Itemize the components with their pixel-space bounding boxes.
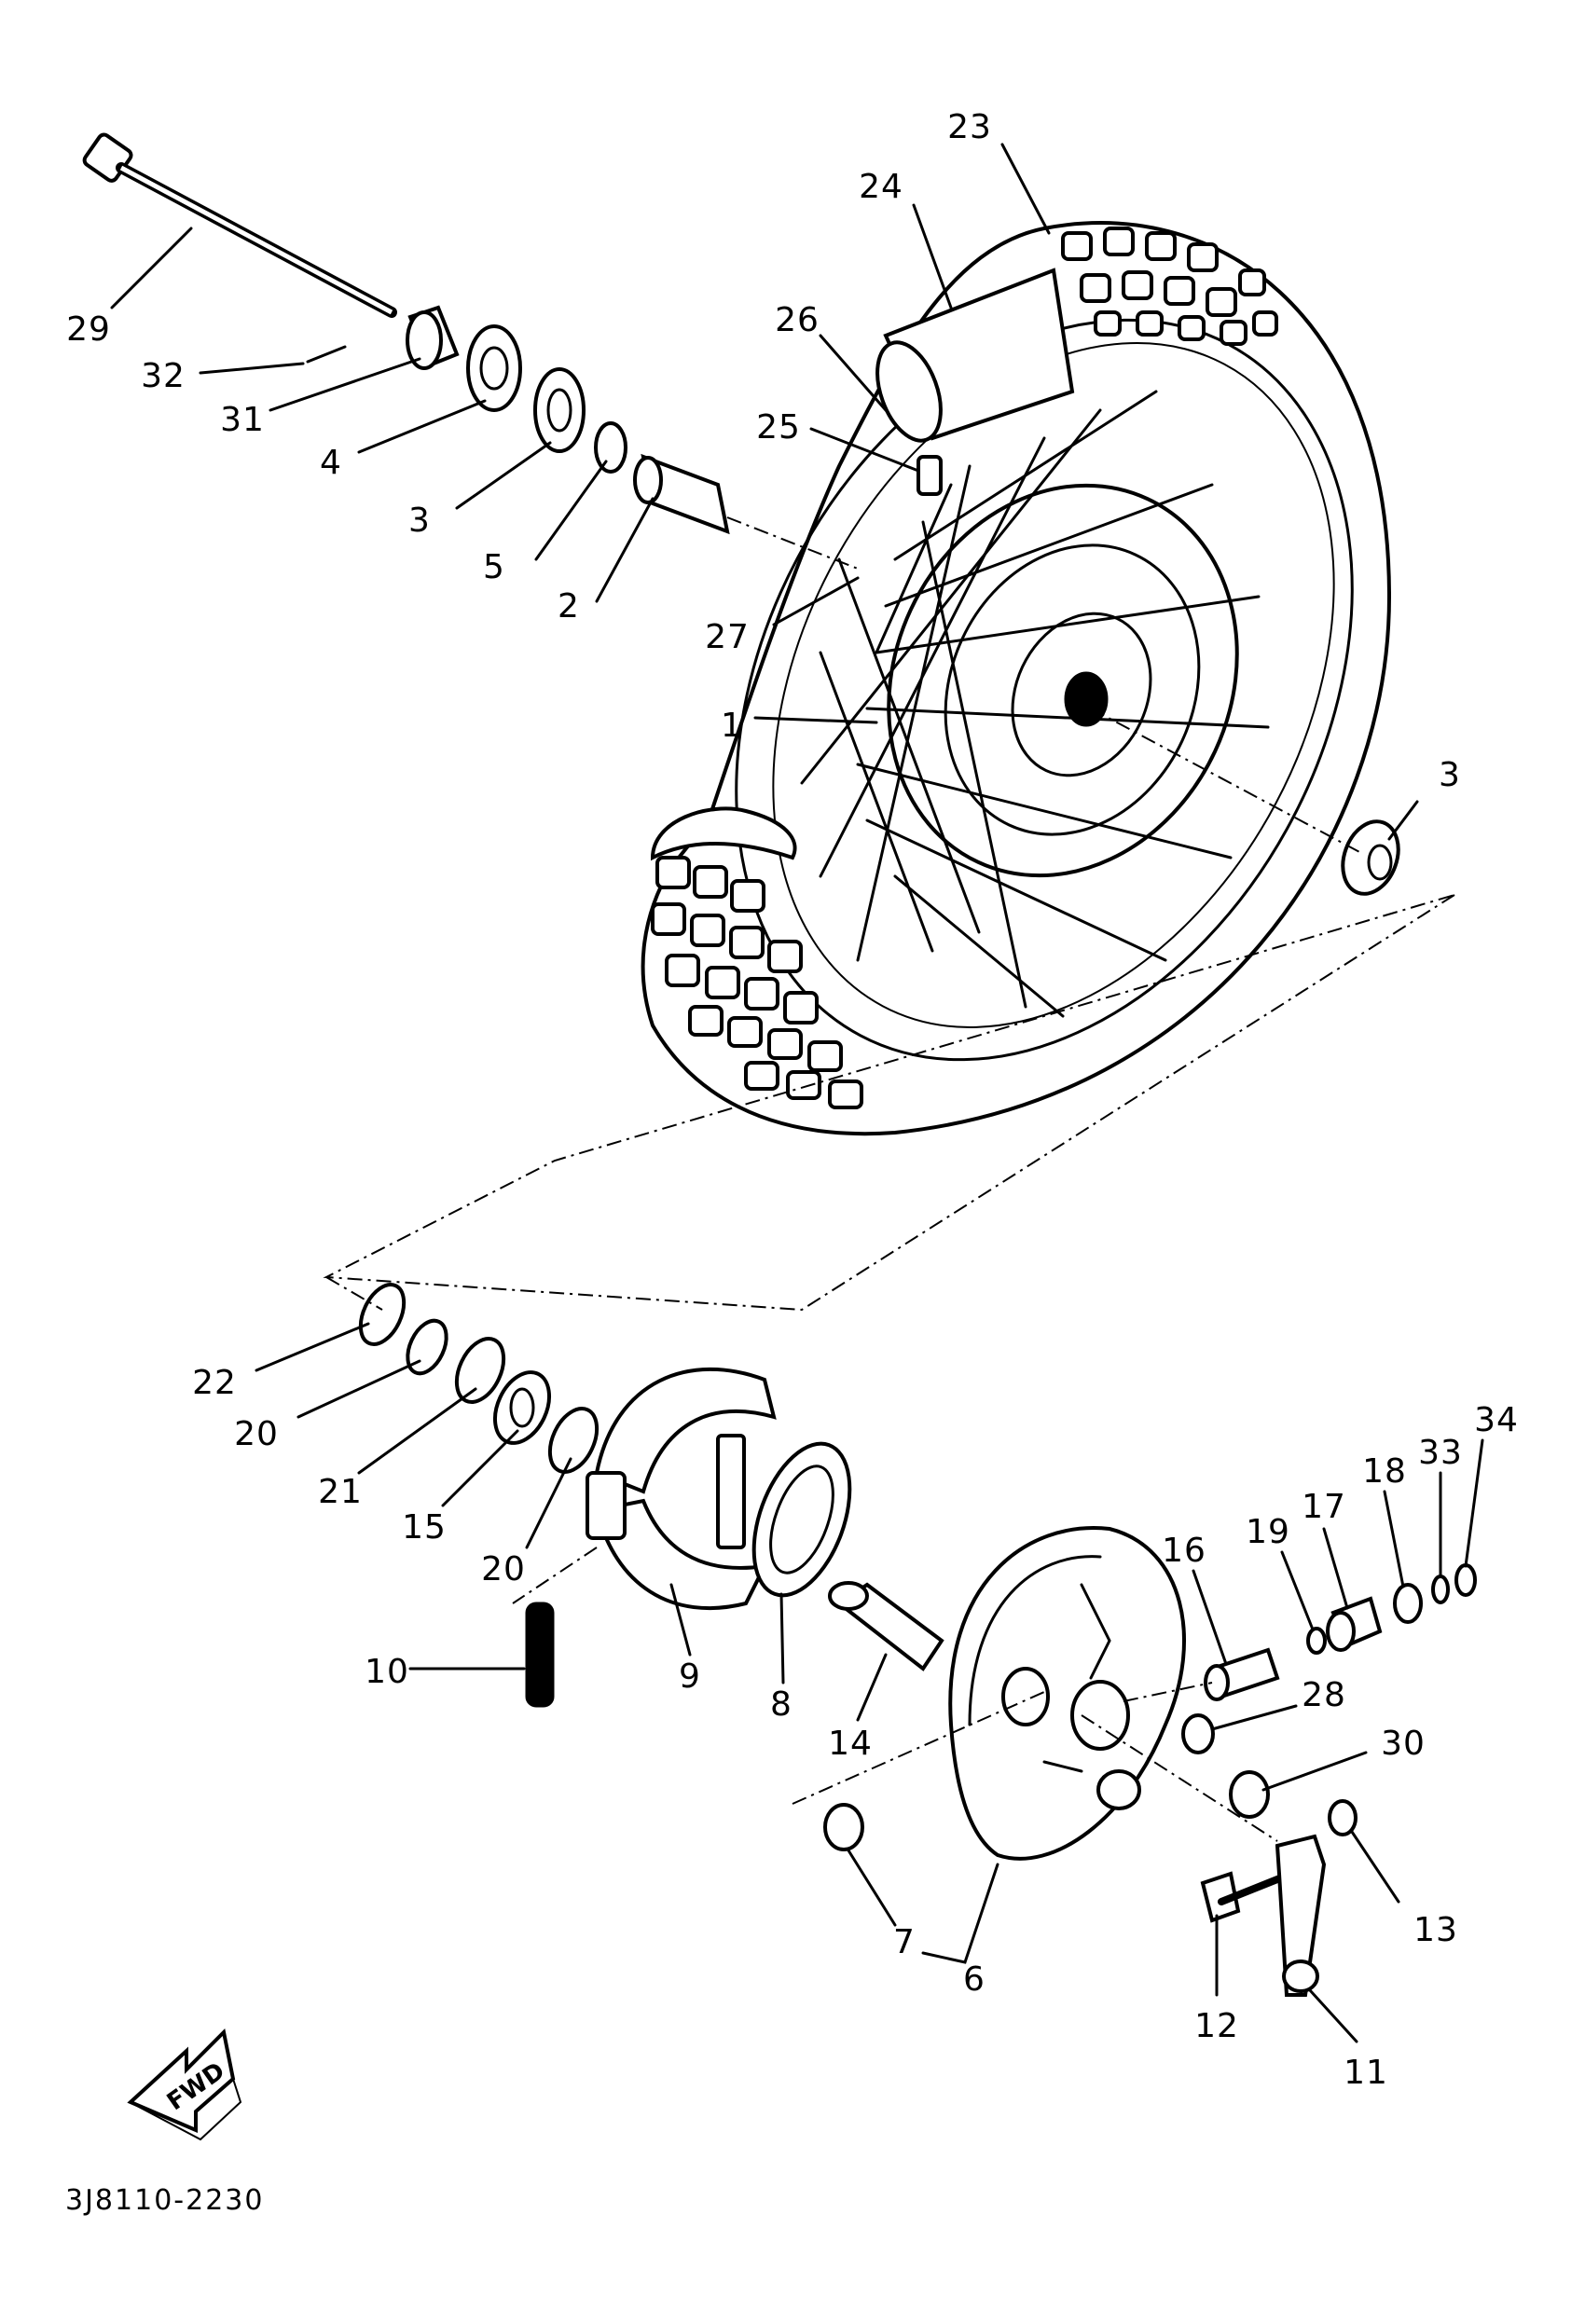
brake-arm-hardware xyxy=(1181,1713,1358,1997)
callout-20-lower: 20 xyxy=(481,1550,526,1588)
callout-24: 24 xyxy=(859,168,903,206)
callout-19: 19 xyxy=(1246,1513,1290,1551)
callout-5: 5 xyxy=(483,548,505,586)
callout-8: 8 xyxy=(770,1685,792,1724)
tire-tread-top xyxy=(1061,227,1278,346)
callout-4: 4 xyxy=(320,444,342,482)
callout-labels: 23 24 26 25 29 32 31 4 3 5 2 27 1 3 22 2… xyxy=(66,108,1519,2092)
callout-22: 22 xyxy=(192,1364,237,1402)
brake-camshaft xyxy=(828,1581,944,1671)
callout-17: 17 xyxy=(1302,1488,1346,1526)
assembly-centerlines xyxy=(323,516,1455,1842)
callout-11: 11 xyxy=(1344,2054,1388,2092)
leader-lines xyxy=(110,143,1484,2043)
right-bearing xyxy=(1341,819,1400,896)
oil-seal xyxy=(751,1441,852,1598)
wheel-tire xyxy=(641,221,1392,1136)
callout-7: 7 xyxy=(893,1923,916,1961)
callout-15: 15 xyxy=(402,1508,447,1547)
callout-20-upper: 20 xyxy=(234,1415,279,1453)
callout-29: 29 xyxy=(66,310,111,349)
callout-18: 18 xyxy=(1362,1452,1407,1491)
axle xyxy=(82,132,397,318)
inner-tube xyxy=(875,268,1075,496)
callout-2: 2 xyxy=(558,587,580,626)
callout-16: 16 xyxy=(1162,1532,1206,1570)
tire-tread-bottom xyxy=(651,856,863,1109)
callout-28: 28 xyxy=(1302,1676,1346,1714)
diagram-code: 3J8110-2230 xyxy=(65,2184,264,2217)
callout-13: 13 xyxy=(1413,1911,1458,1949)
callout-14: 14 xyxy=(828,1725,873,1763)
callout-6: 6 xyxy=(963,1960,985,1999)
forward-arrow-icon: FWD xyxy=(127,2028,242,2141)
callout-25: 25 xyxy=(756,408,801,447)
callout-3-left: 3 xyxy=(408,502,431,540)
callout-31: 31 xyxy=(220,401,265,439)
callout-12: 12 xyxy=(1194,2007,1239,2045)
callout-10: 10 xyxy=(365,1653,409,1691)
panel-plug xyxy=(823,1803,864,1851)
callout-33: 33 xyxy=(1418,1434,1463,1472)
callout-9: 9 xyxy=(679,1657,701,1696)
brake-panel xyxy=(948,1526,1186,1861)
callout-30: 30 xyxy=(1381,1725,1426,1763)
callout-32: 32 xyxy=(141,357,186,395)
callout-23: 23 xyxy=(947,108,992,146)
callout-21: 21 xyxy=(318,1473,363,1511)
callout-34: 34 xyxy=(1474,1401,1519,1439)
callout-27: 27 xyxy=(705,618,750,656)
brake-shoe xyxy=(586,1367,777,1611)
wear-indicator-parts xyxy=(1204,1563,1477,1701)
hub-internal-parts xyxy=(306,305,730,535)
callout-3-right: 3 xyxy=(1439,756,1461,794)
brake-spring xyxy=(525,1602,555,1708)
brake-side-rings xyxy=(358,1283,600,1474)
callout-1: 1 xyxy=(721,707,743,745)
callout-26: 26 xyxy=(775,301,820,339)
